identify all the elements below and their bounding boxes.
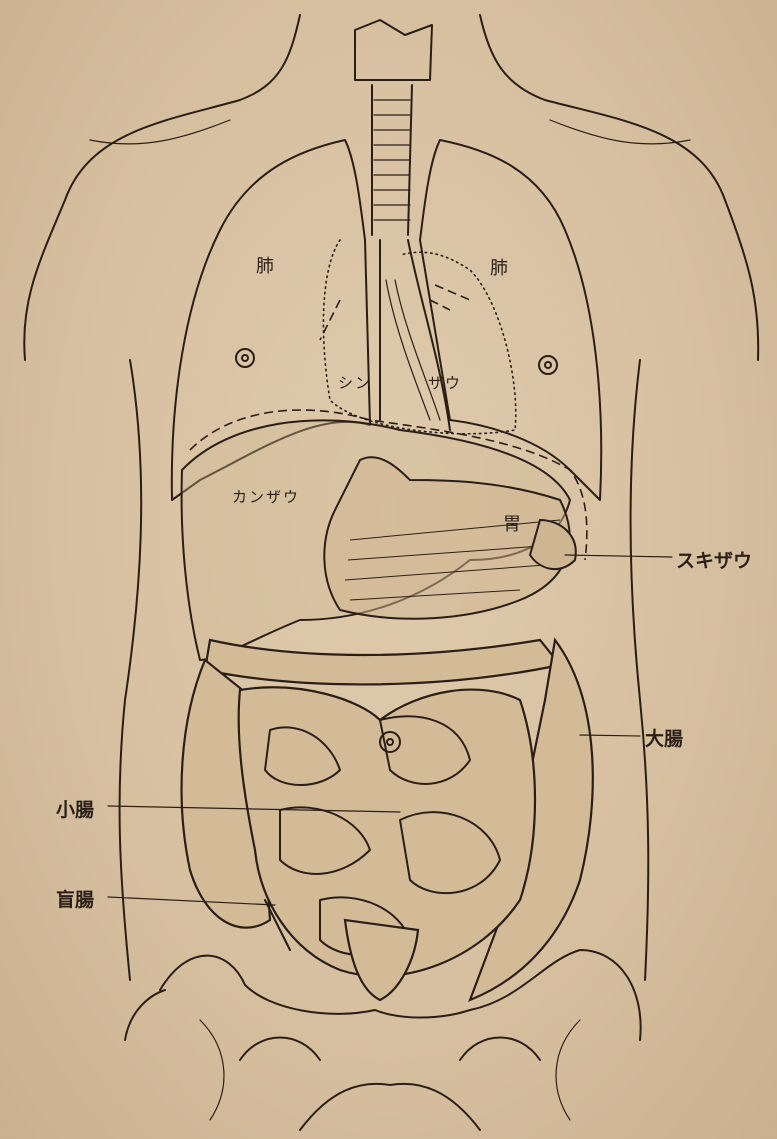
heart-vessels [320,285,470,340]
small-intestine-label: 小腸 [56,795,94,822]
heart-label-right: ザウ [428,372,462,393]
heart-outline [323,240,515,434]
large-intestine-label: 大腸 [645,724,683,751]
transverse-colon [205,640,560,684]
cecum-label: 盲腸 [56,885,94,912]
liver-label: カンザウ [232,486,300,507]
heart-label-left: シン [338,372,372,393]
spleen-label: スキザウ [676,546,752,573]
rectum [345,920,418,1000]
lung-label-left: 肺 [256,252,274,278]
stomach-label: 胃 [503,510,521,536]
spleen-leader-line [565,555,672,557]
lung-label-right: 肺 [490,254,508,280]
